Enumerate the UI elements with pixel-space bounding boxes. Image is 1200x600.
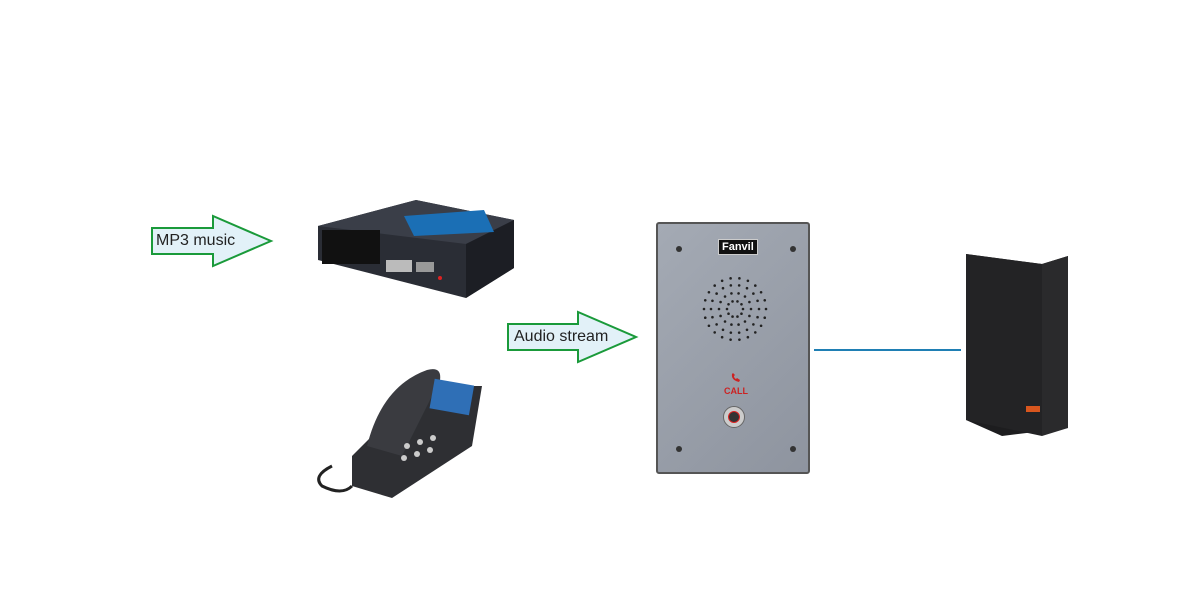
screw-icon [676, 446, 682, 452]
audio-stream-arrow [507, 310, 639, 364]
fanvil-logo: Fanvil [718, 239, 758, 255]
sip-intercom-device: Fanvil CALL [656, 222, 810, 474]
screw-icon [676, 246, 682, 252]
loudspeaker-image [966, 254, 1068, 436]
mp3-music-arrow [151, 214, 274, 268]
connection-line [814, 349, 961, 351]
screw-icon [790, 246, 796, 252]
ip-pbx-device-image [318, 200, 514, 298]
phone-call-icon [731, 373, 740, 382]
mp3-music-label: MP3 music [156, 232, 236, 249]
call-button[interactable] [723, 406, 745, 428]
screw-icon [790, 446, 796, 452]
call-label: CALL [724, 386, 748, 396]
speaker-grille-icon [702, 277, 768, 341]
ip-phone-image [317, 369, 482, 498]
audio-stream-label: Audio stream [514, 328, 609, 345]
